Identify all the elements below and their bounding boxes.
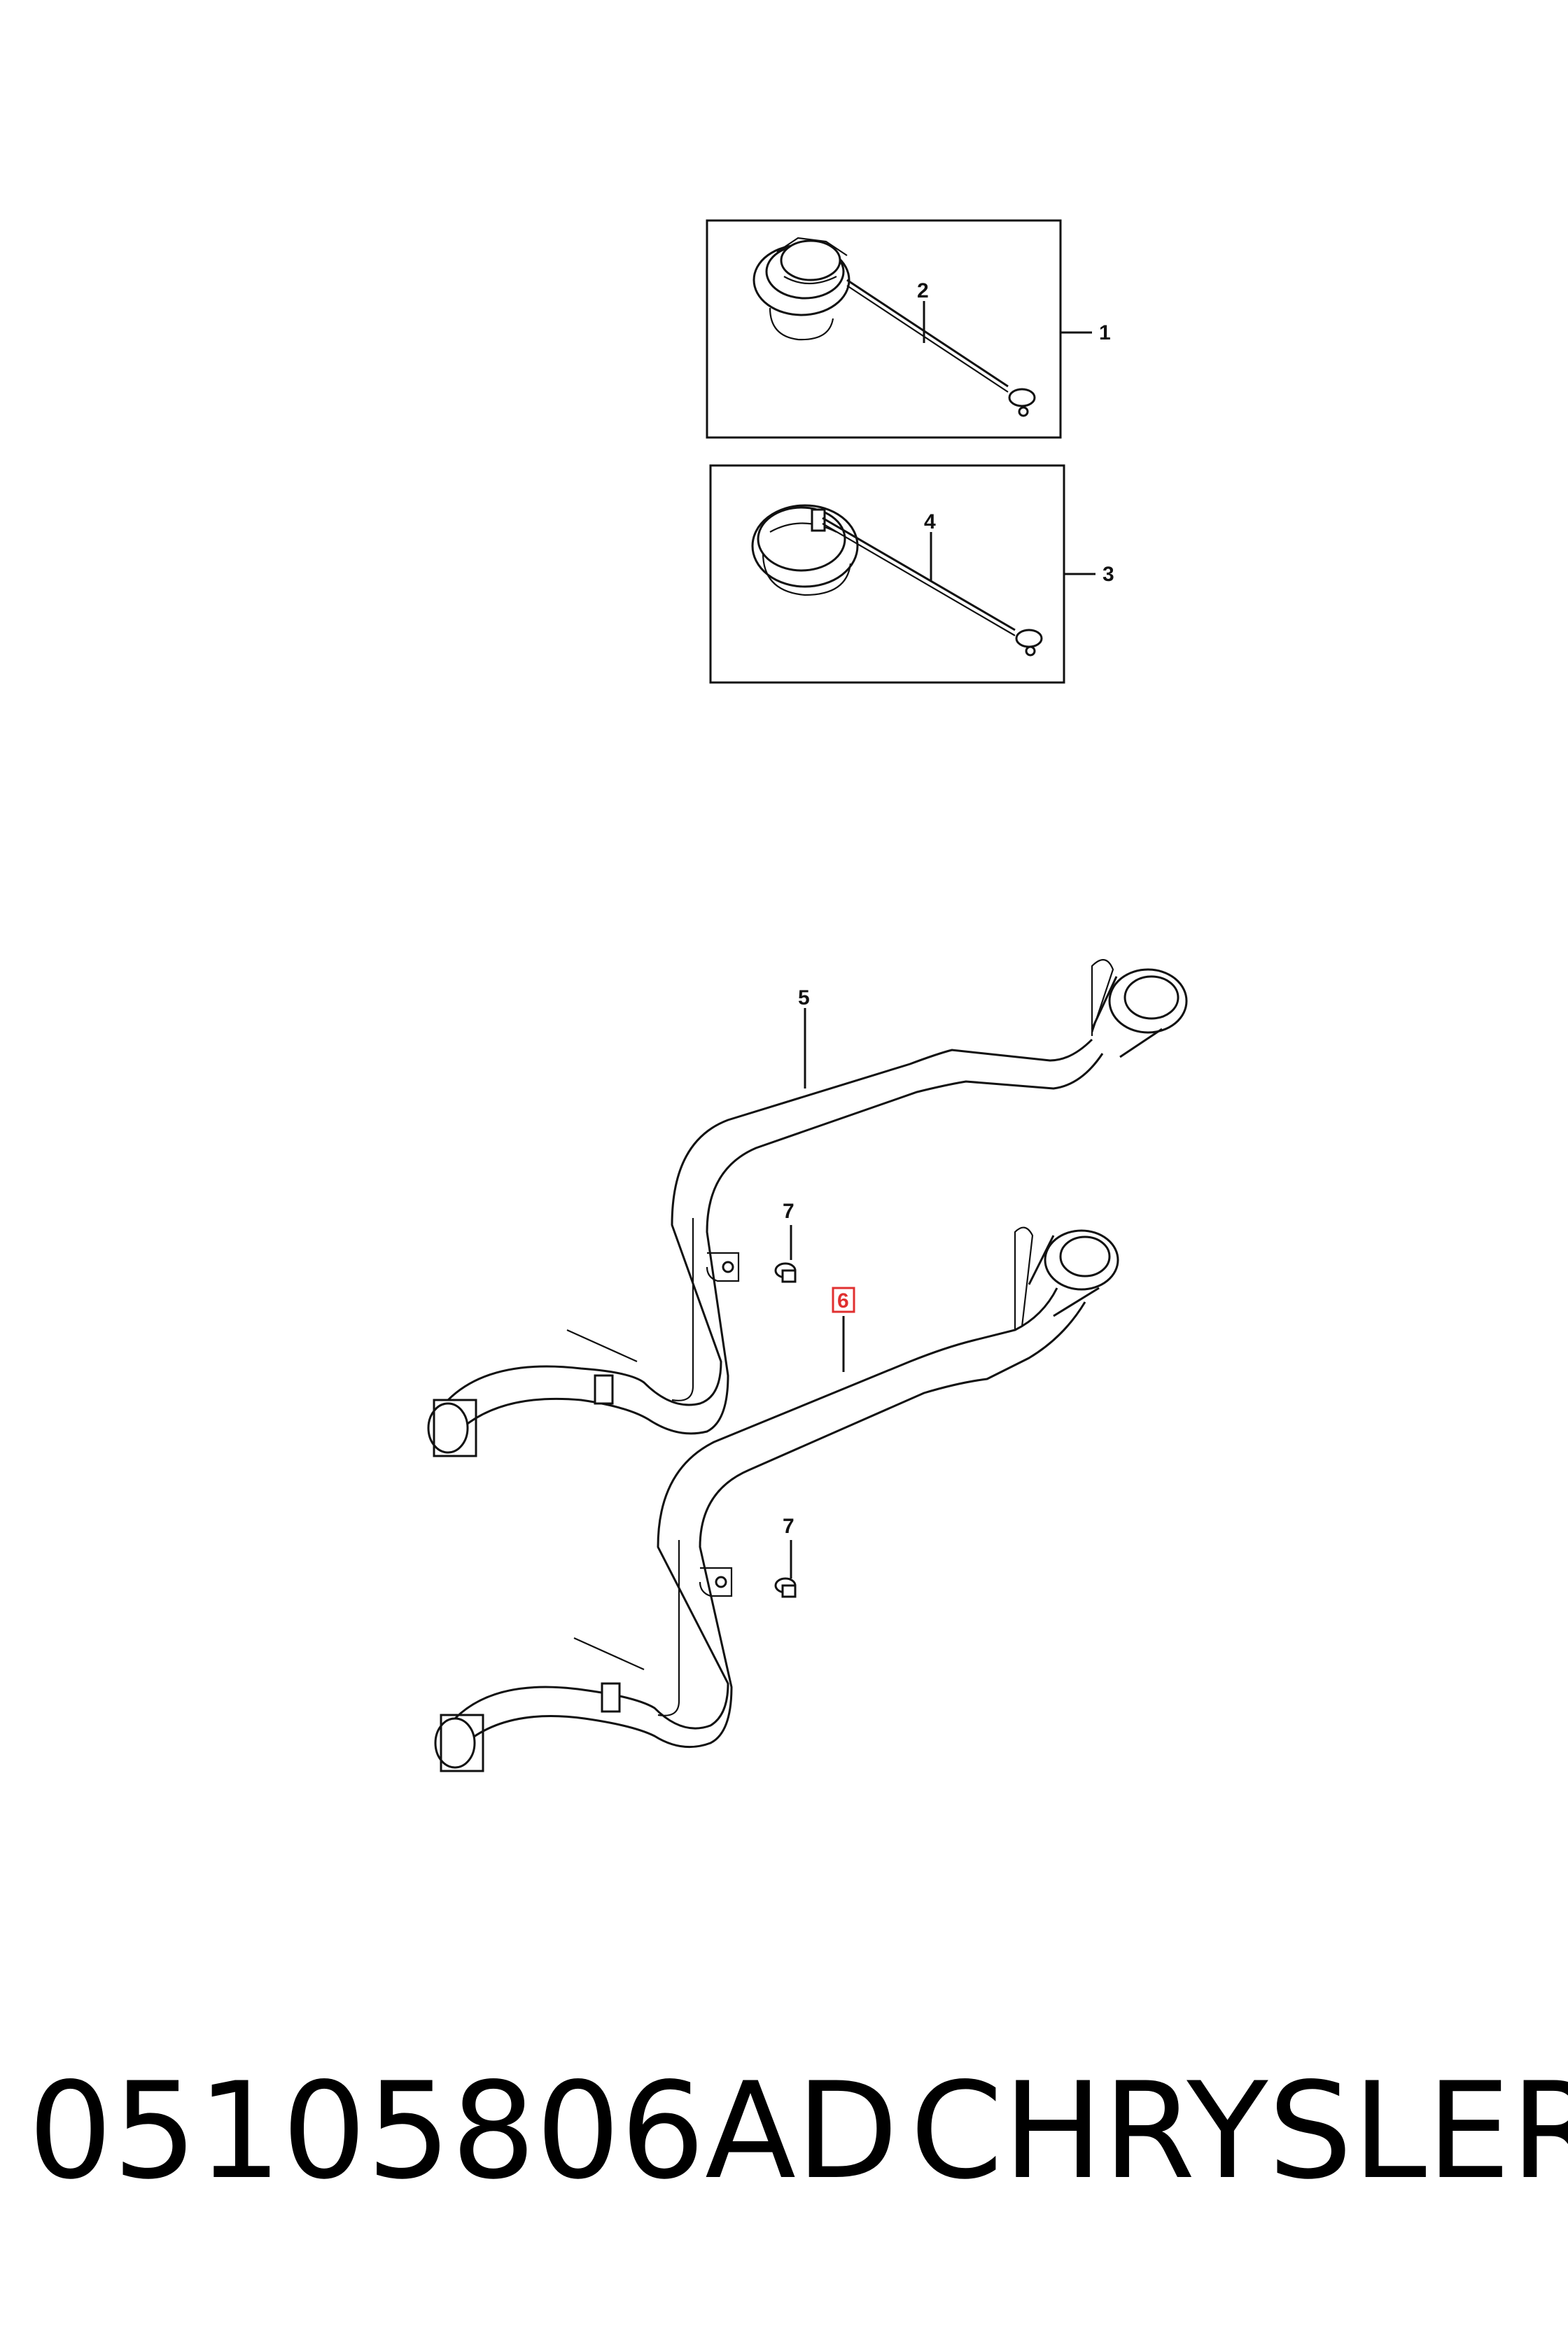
brand-name: CHRYSLER <box>910 2054 1568 2208</box>
callout-3: 3 <box>1102 563 1114 586</box>
callout-4: 4 <box>924 510 936 533</box>
filler-tube-5: 5 <box>427 959 1188 1457</box>
callout-5: 5 <box>798 986 810 1009</box>
screw-7-upper: 7 <box>774 1200 797 1283</box>
cap-box-3 <box>709 464 1065 684</box>
callout-6: 6 <box>837 1289 849 1312</box>
callout-6-highlight <box>832 1287 855 1313</box>
screw-7-lower: 7 <box>774 1515 797 1598</box>
fuel-cap-assembly-3: 4 3 <box>709 464 1114 684</box>
callout-7-upper: 7 <box>783 1200 794 1223</box>
callout-1: 1 <box>1099 321 1111 344</box>
callout-7-lower: 7 <box>783 1515 794 1538</box>
cap-box-1 <box>706 219 1062 439</box>
callout-2: 2 <box>917 279 929 302</box>
fuel-cap-assembly-1: 2 1 <box>706 219 1111 439</box>
part-number: 05105806AD <box>28 2054 899 2208</box>
filler-tube-6: 6 <box>434 1226 1119 1772</box>
